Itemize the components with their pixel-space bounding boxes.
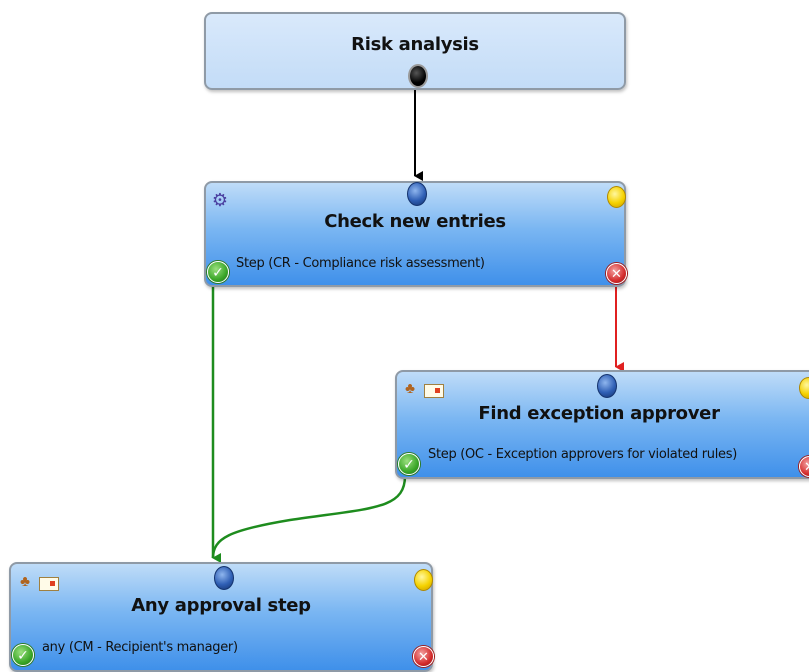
- node-title: Risk analysis: [351, 34, 479, 55]
- input-port[interactable]: [597, 374, 617, 398]
- approve-icon[interactable]: ✓: [398, 453, 420, 475]
- status-dot: [799, 377, 809, 399]
- input-port[interactable]: [214, 566, 234, 590]
- node-subtitle: any (CM - Recipient's manager): [42, 640, 238, 655]
- approve-icon[interactable]: ✓: [12, 644, 34, 666]
- node-title: Any approval step: [131, 595, 311, 616]
- input-port[interactable]: [407, 182, 427, 206]
- reject-icon[interactable]: ✕: [606, 263, 627, 284]
- mail-icon: [424, 384, 444, 398]
- reject-icon[interactable]: ✕: [413, 646, 434, 667]
- gear-icon: ⚙: [211, 190, 229, 210]
- node-subtitle: Step (CR - Compliance risk assessment): [236, 256, 485, 271]
- approve-icon[interactable]: ✓: [207, 261, 229, 283]
- status-dot: [414, 569, 433, 591]
- node-title: Check new entries: [324, 211, 506, 232]
- node-check-new-entries[interactable]: ⚙ Check new entries Step (CR - Complianc…: [204, 181, 627, 287]
- node-find-exception-approver[interactable]: ♣ Find exception approver Step (OC - Exc…: [395, 370, 809, 479]
- node-subtitle: Step (OC - Exception approvers for viola…: [428, 447, 737, 462]
- output-port[interactable]: [408, 64, 428, 88]
- reject-icon[interactable]: ✕: [799, 456, 809, 477]
- edge-find-to-any[interactable]: [211, 475, 407, 559]
- node-risk-analysis[interactable]: Risk analysis: [204, 12, 626, 90]
- status-dot: [607, 186, 626, 208]
- people-icon: ♣: [20, 573, 30, 590]
- mail-icon: [39, 577, 59, 591]
- people-icon: ♣: [405, 380, 415, 397]
- node-title: Find exception approver: [478, 403, 720, 424]
- node-any-approval-step[interactable]: ♣ Any approval step any (CM - Recipient'…: [9, 562, 434, 672]
